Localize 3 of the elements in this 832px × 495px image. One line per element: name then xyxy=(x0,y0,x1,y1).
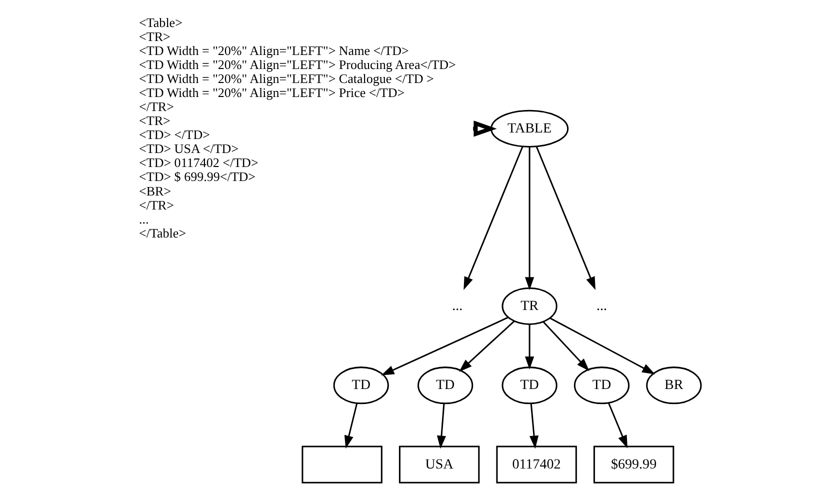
node-text: ... xyxy=(452,298,463,314)
node-text: ... xyxy=(596,298,607,314)
node-text: <Table> <TR> <TD Width = "20%" Align="LEFT"> Name </TD> <TD Width = "20%" Align="LEFT"> Producing Area</TD> <TD Width = "20%" Align="LEFT"> Catalogue </TD > <TD Width = "20%" Align="LEFT"> Price </TD> </TR> <TR> <TD> </TD> <TD> USA </TD> <TD> 0117402 </TD> <TD> $ 699.99</TD> <BR> </TR> ... </Table> xyxy=(139,14,456,240)
